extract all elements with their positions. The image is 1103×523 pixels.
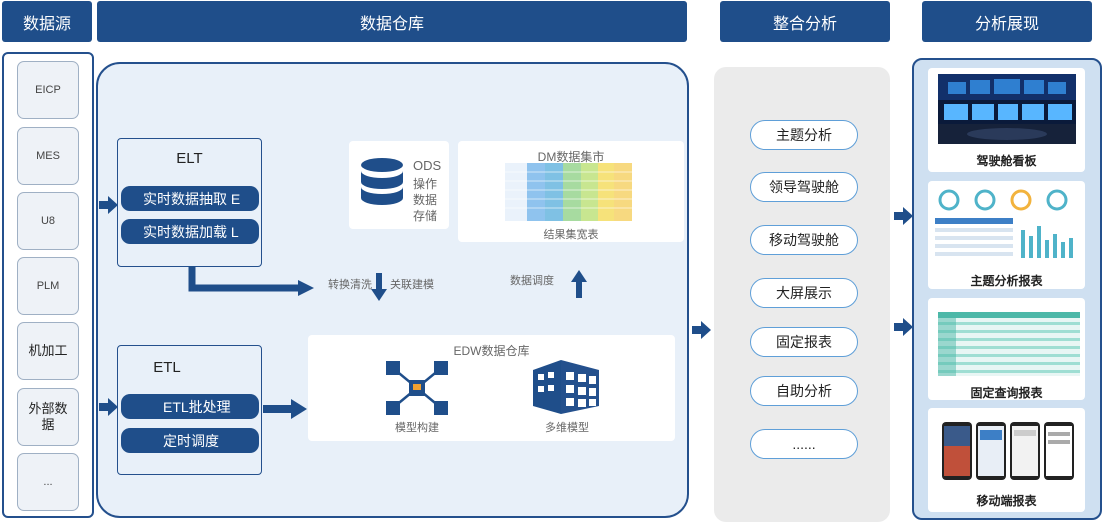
ods-line-2: 数据 [413,193,438,207]
relate-label: 关联建模 [390,279,434,291]
dm-table-thumbnail [505,163,632,221]
ods-label: ODS [413,158,442,173]
elt-title: ELT [176,150,203,167]
arrow-right-icon [894,318,913,336]
display-label-fixed: 固定查询报表 [970,386,1043,400]
elt-load-pill: 实时数据加载 L [121,219,259,244]
dm-caption: 结果集宽表 [543,229,599,241]
arrow-down-icon [371,273,387,301]
analysis-big-screen: 大屏展示 [750,278,858,308]
analysis-mobile-cockpit: 移动驾驶舱 [750,225,858,255]
fixed-report-thumbnail [938,312,1080,376]
display-label-cockpit: 驾驶舱看板 [976,154,1037,168]
model-network-icon [386,361,448,415]
schedule-label: 数据调度 [510,275,554,287]
theme-report-thumbnail [933,186,1081,262]
header-sources: 数据源 [2,1,92,42]
arrow-right-icon [99,398,118,416]
display-label-mobile: 移动端报表 [976,494,1037,508]
source-eicp: EICP [17,61,79,119]
edw-card [308,335,675,441]
cockpit-screen-thumbnail [938,74,1076,144]
header-analysis: 整合分析 [720,1,890,42]
header-display: 分析展现 [922,1,1092,42]
analysis-more: ...... [750,429,858,459]
arrow-right-icon [894,207,913,225]
source-external: 外部数 据 [17,388,79,446]
source-u8: U8 [17,192,79,250]
source-more: ... [17,453,79,511]
elt-extract-pill: 实时数据抽取 E [121,186,259,211]
etl-batch-pill: ETL批处理 [121,394,259,419]
analysis-fixed-report: 固定报表 [750,327,858,357]
etl-schedule-pill: 定时调度 [121,428,259,453]
analysis-self-service: 自助分析 [750,376,858,406]
ods-line-3: 存储 [413,209,438,223]
display-label-theme: 主题分析报表 [970,274,1043,288]
arrow-right-icon [692,321,711,339]
multidim-label: 多维模型 [545,422,589,434]
dm-title: DM数据集市 [537,150,605,164]
database-icon [361,158,403,205]
building-cube-icon [533,360,599,414]
arrow-up-icon [571,270,587,298]
header-warehouse: 数据仓库 [97,1,687,42]
arrow-right-icon [263,399,307,419]
analysis-theme: 主题分析 [750,120,858,150]
source-machining: 机加工 [17,322,79,380]
transform-label: 转换清洗 [328,279,372,291]
source-plm: PLM [17,257,79,315]
elt-flow-arrow-icon [188,266,314,296]
ods-line-1: 操作 [413,177,438,191]
etl-title: ETL [153,359,181,376]
model-label: 模型构建 [395,422,439,434]
arrow-right-icon [99,196,118,214]
mobile-phones-thumbnail [942,422,1074,480]
source-mes: MES [17,127,79,185]
edw-title: EDW数据仓库 [453,344,530,358]
analysis-leader-cockpit: 领导驾驶舱 [750,172,858,202]
